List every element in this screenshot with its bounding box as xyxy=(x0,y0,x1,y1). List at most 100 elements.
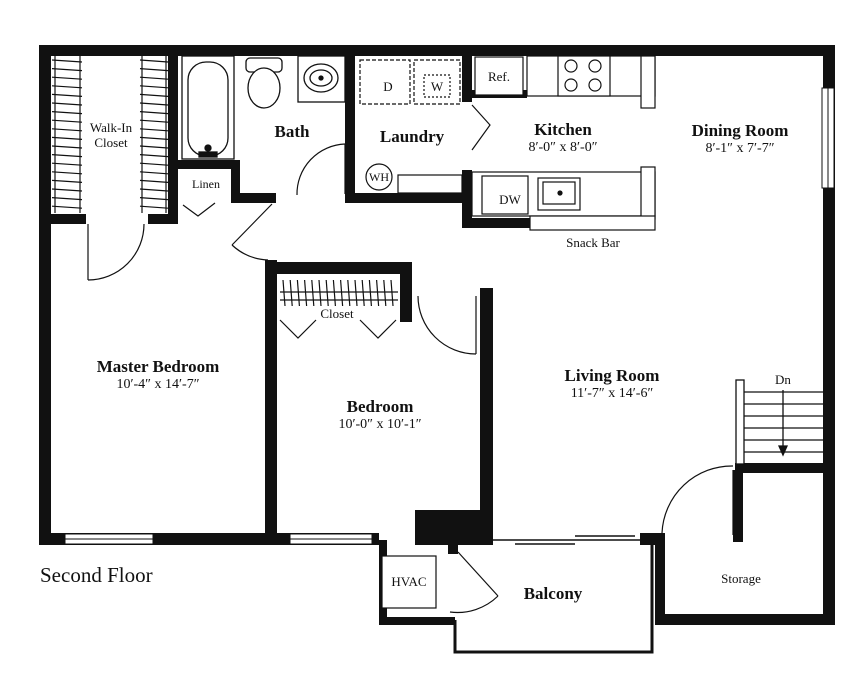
hanger-mark xyxy=(325,279,329,307)
closet-east-wall xyxy=(400,262,412,322)
storage-west-wall xyxy=(655,533,665,625)
bath-door-arc-low xyxy=(231,244,269,261)
bath-south-wall xyxy=(231,193,276,203)
hanger-mark xyxy=(361,279,365,307)
stair-rail xyxy=(735,379,745,465)
counter-return-lower xyxy=(640,166,656,220)
hanger-mark xyxy=(139,162,169,166)
hanger-mark xyxy=(289,279,293,307)
master-bedroom-east-wall xyxy=(265,260,277,543)
living-south-stub xyxy=(640,533,665,545)
burner-icon xyxy=(588,78,602,92)
interior-walls xyxy=(48,52,530,625)
hanger-mark xyxy=(282,279,286,307)
closet-label: Closet xyxy=(320,306,354,321)
bedroom-east-wall xyxy=(480,288,493,538)
hvac-door-arc xyxy=(449,595,499,614)
hangers-left xyxy=(51,59,83,209)
hanger-mark xyxy=(332,279,336,307)
bath-fixtures xyxy=(181,55,346,160)
arrow-down-icon xyxy=(777,445,789,457)
snack-bar-counter xyxy=(529,215,656,231)
hanger-mark xyxy=(139,68,169,72)
bedroom-closet-rod xyxy=(280,279,398,307)
hanger-mark xyxy=(51,85,83,89)
dining-room-dims: 8′-1″ x 7′-7″ xyxy=(705,141,774,156)
floor-label: Second Floor xyxy=(40,563,153,587)
hanger-mark xyxy=(139,111,169,115)
hanger-mark xyxy=(51,145,83,149)
bath-label: Bath xyxy=(275,122,311,141)
hanger-mark xyxy=(51,93,83,97)
hanger-mark xyxy=(139,85,169,89)
water-heater-label: WH xyxy=(369,170,389,184)
bathtub-basin xyxy=(187,61,229,157)
burner-icon xyxy=(588,59,602,73)
laundry-south-wall xyxy=(345,193,465,203)
hvac-door-leaf xyxy=(457,551,499,597)
stairs-down-label: Dn xyxy=(775,372,791,387)
kitchen-fixtures xyxy=(471,55,656,231)
west-wall xyxy=(39,45,51,545)
hanger-mark xyxy=(354,279,358,307)
laundry-label: Laundry xyxy=(380,127,445,146)
washer-drum-icon xyxy=(423,74,451,98)
bath-door2-arc xyxy=(296,143,346,196)
linen-door xyxy=(182,202,216,217)
dishwasher-label: DW xyxy=(499,192,521,207)
toilet-bowl-icon xyxy=(247,67,281,109)
hanger-mark xyxy=(139,128,169,132)
hanger-mark xyxy=(139,197,169,201)
storage-label: Storage xyxy=(721,571,761,586)
kitchen-dims: 8′-0″ x 8′-0″ xyxy=(528,140,597,155)
hanger-mark xyxy=(51,162,83,166)
kitchen-sink-drain-icon xyxy=(557,190,563,196)
walk-in-shelving xyxy=(51,56,169,213)
hanger-mark xyxy=(139,205,169,209)
water-heater-icon xyxy=(365,163,393,191)
closet-bifold-left xyxy=(279,319,317,339)
snack-bar-label: Snack Bar xyxy=(566,235,620,250)
bedroom-door-arc xyxy=(417,295,477,355)
laundry-shelf xyxy=(397,174,463,194)
bedroom-north-wall xyxy=(265,262,412,274)
north-wall xyxy=(39,45,835,56)
kitchen-west-wall xyxy=(462,170,472,225)
hanger-mark xyxy=(51,128,83,132)
dryer-outline xyxy=(359,59,411,105)
closet-door-arc xyxy=(87,223,145,281)
hanger-mark xyxy=(304,279,308,307)
hanger-mark xyxy=(51,197,83,201)
hanger-mark xyxy=(139,145,169,149)
laundry-door xyxy=(471,104,491,151)
linen-east-wall xyxy=(231,160,240,202)
hangers-closet xyxy=(282,279,394,307)
burner-icon xyxy=(564,59,578,73)
hanger-mark xyxy=(368,279,372,307)
hanger-mark xyxy=(390,279,394,307)
balcony-label: Balcony xyxy=(524,584,583,603)
storage-south-wall xyxy=(655,614,835,625)
closet-bifold-right xyxy=(359,319,397,339)
hanger-mark xyxy=(383,279,387,307)
hanger-mark xyxy=(51,102,83,106)
balcony-railing xyxy=(453,545,654,654)
windows xyxy=(64,87,835,545)
storage-inner-wall xyxy=(733,470,743,542)
refrigerator-box xyxy=(474,56,524,96)
hanger-mark xyxy=(139,93,169,97)
dishwasher-box xyxy=(481,175,529,215)
hanger-mark xyxy=(347,279,351,307)
doors xyxy=(87,104,734,614)
hanger-mark xyxy=(311,279,315,307)
hanger-mark xyxy=(51,136,83,140)
closet-bath-wall xyxy=(168,52,178,215)
balcony-slider xyxy=(493,535,640,545)
hvac-label: HVAC xyxy=(391,574,426,589)
refrigerator-label: Ref. xyxy=(488,69,510,84)
hanger-mark xyxy=(51,76,83,80)
living-room-dims: 11′-7″ x 14′-6″ xyxy=(571,386,654,401)
hanger-mark xyxy=(296,279,300,307)
hanger-mark xyxy=(139,76,169,80)
